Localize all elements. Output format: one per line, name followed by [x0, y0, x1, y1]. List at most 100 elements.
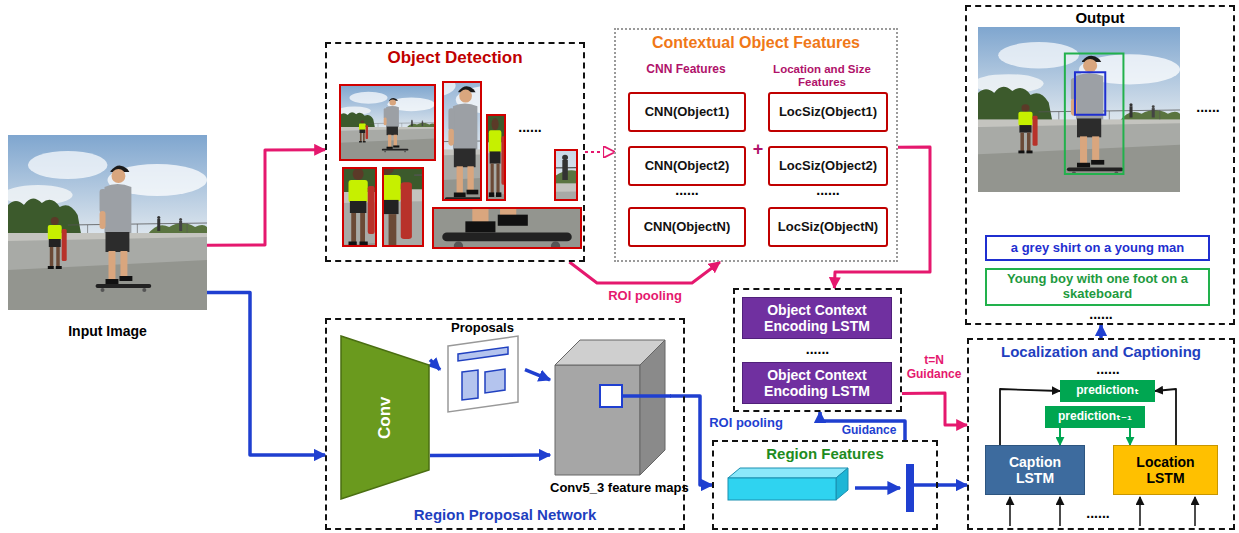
connector-arrow [207, 150, 325, 246]
node-text: Proposals [440, 320, 525, 336]
region-feature-cuboid [728, 464, 939, 512]
illustration-part [3, 135, 207, 310]
node-text: predictionₜ [1076, 384, 1139, 398]
edge-label: t=N Guidance [904, 354, 964, 382]
illustration-part [338, 85, 435, 160]
proposals-map [448, 336, 518, 412]
illustration-part [973, 27, 1180, 192]
node-text: Localization and Captioning [969, 343, 1233, 361]
ellipsis-mark: ...... [1083, 307, 1119, 321]
location-lstm-box: Location LSTM [1113, 445, 1218, 495]
illustration-part [973, 27, 1180, 192]
node-text: Conv [375, 396, 395, 439]
illustration-part [448, 336, 518, 412]
illustration-part [458, 347, 508, 361]
ellipsis-mark: ...... [667, 183, 707, 197]
connector-arrow [938, 483, 967, 487]
node-text: CNN(Object2) [645, 159, 730, 174]
edge-label: Guidance [838, 424, 900, 438]
feature-map-cube [555, 340, 671, 475]
illustration-part [600, 385, 622, 407]
node-subtext: Location and Size Features [750, 63, 894, 89]
connector-arrow [1059, 428, 1061, 445]
node-text: a grey shirt on a young man [1011, 241, 1184, 256]
edge-label: ROI pooling [603, 289, 687, 304]
node-text: LocSiz(ObjectN) [778, 220, 878, 235]
connector-arrow [430, 360, 440, 370]
lstm-input-arrows [1010, 497, 1195, 526]
ellipsis-mark: ...... [510, 120, 550, 134]
conv-trapezoid: Conv [340, 335, 430, 500]
node-text: Young boy with one foot on a skateboard [991, 272, 1204, 302]
output-panel: Output a grey shirt on a young manYoung b… [965, 5, 1235, 325]
input-photo [3, 135, 207, 310]
illustration-part [906, 464, 914, 512]
plus-sign: + [750, 140, 766, 158]
lstm-box: Object Context Encoding LSTM [742, 297, 892, 339]
node-text: Object Detection [327, 48, 583, 68]
illustration-part [1059, 497, 1061, 526]
node-subtext: CNN Features [626, 63, 746, 77]
illustration-part [622, 394, 671, 398]
connector-arrow [585, 151, 614, 153]
ellipsis-mark: ...... [1080, 506, 1116, 520]
node-text: Object Context Encoding LSTM [747, 302, 887, 334]
illustration-part [343, 168, 376, 246]
illustration-part [836, 468, 848, 500]
node-text: Object Context Encoding LSTM [747, 367, 887, 399]
feature-box: LocSiz(Object1) [768, 92, 888, 132]
connector-arrow [569, 262, 720, 283]
connector-arrow [670, 396, 712, 485]
illustration-part [383, 168, 423, 246]
illustration-part [338, 85, 435, 160]
lstm-box: Object Context Encoding LSTM [742, 362, 892, 404]
illustration-part [728, 478, 836, 500]
illustration-part [287, 45, 569, 308]
caption-box: Young boy with one foot on a skateboard [985, 268, 1210, 306]
node-text: CNN(Object1) [645, 105, 730, 120]
node-text: Region Features [714, 445, 936, 463]
illustration-part [1139, 497, 1141, 526]
illustration-part [640, 340, 665, 475]
connector-arrow [1129, 428, 1131, 445]
node-text: Contextual Object Features [616, 33, 896, 52]
connector-arrow [1155, 389, 1176, 445]
ellipsis-mark: ...... [1188, 100, 1228, 114]
edge-label: ROI pooling [707, 416, 785, 431]
illustration-part [278, 20, 654, 312]
object-detection-panel: Object Detection [325, 42, 585, 262]
illustration-part [555, 150, 577, 200]
prediction-box: predictionₜ [1060, 380, 1155, 402]
illustration-part [914, 483, 939, 487]
caption-lstm-box: Caption LSTM [985, 445, 1085, 495]
prediction-box: predictionₜ₋₁ [1045, 406, 1145, 428]
input-image: Input Image [8, 135, 207, 310]
feature-box: CNN(Object1) [628, 92, 746, 132]
proposals-block: Proposals [440, 320, 525, 412]
illustration-part [462, 370, 478, 400]
illustration-part [555, 365, 640, 475]
node-text: Input Image [8, 323, 207, 340]
connector-arrow [902, 393, 967, 425]
connector-arrow [525, 370, 550, 380]
node-text: Caption LSTM [990, 454, 1080, 486]
context-lstm-group: ...... Object Context Encoding LSTM Object… [733, 288, 902, 412]
feature-map-block: Conv5_3 feature maps [550, 335, 670, 475]
node-text: LocSiz(Object2) [779, 159, 877, 174]
node-text: predictionₜ₋₁ [1058, 410, 1132, 424]
region-features-panel: Region Features [712, 440, 938, 530]
node-text: Output [967, 9, 1233, 27]
illustration-part [485, 369, 505, 393]
illustration-part [278, 20, 654, 312]
illustration-part [1194, 497, 1196, 526]
node-text: ...... [735, 342, 900, 356]
connector-arrow [1099, 325, 1103, 338]
illustration-part [1065, 53, 1124, 174]
illustration-part [3, 135, 207, 310]
illustration-part [1075, 72, 1105, 114]
node-text: Location LSTM [1118, 454, 1213, 486]
illustration-part [1009, 497, 1011, 526]
connector-arrow [430, 453, 550, 457]
feature-box: CNN(ObjectN) [628, 207, 746, 247]
